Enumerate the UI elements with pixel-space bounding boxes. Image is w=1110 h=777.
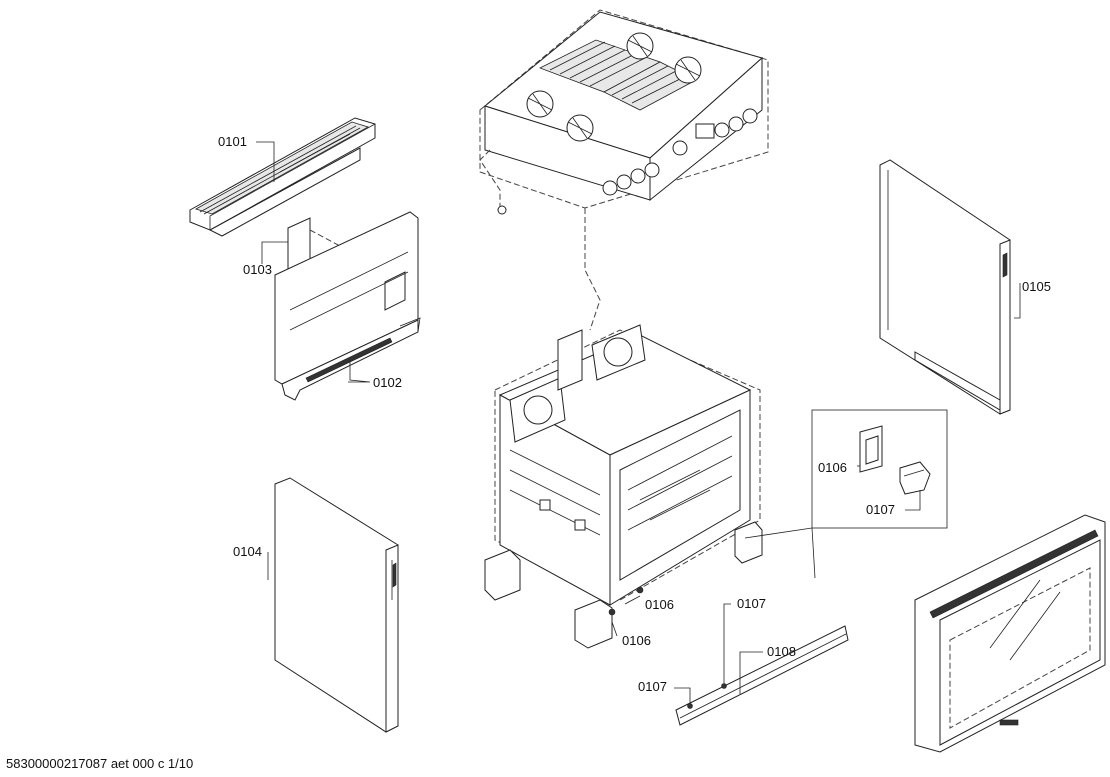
part-0101-trim (189, 117, 376, 237)
knob-row-icon (602, 108, 758, 196)
label-0106-detail: 0106 (818, 460, 847, 475)
label-0108: 0108 (767, 644, 796, 659)
label-0107-b: 0107 (638, 679, 667, 694)
leader-lines (256, 141, 1021, 704)
label-0103: 0103 (243, 262, 272, 277)
part-0103-plate (287, 217, 341, 271)
label-0102: 0102 (373, 375, 402, 390)
part-0105-right-side-panel (879, 159, 1011, 415)
burner-icon (526, 32, 702, 142)
part-0104-left-side-panel (274, 477, 399, 733)
oven-door (914, 514, 1106, 753)
convection-fan-icon (509, 324, 646, 443)
label-0104: 0104 (233, 544, 262, 559)
label-0106-b: 0106 (622, 633, 651, 648)
document-reference: 58300000217087 aet 000 c 1/10 (6, 756, 194, 771)
label-0101: 0101 (218, 134, 247, 149)
label-0106-a: 0106 (645, 597, 674, 612)
label-0107-detail: 0107 (866, 502, 895, 517)
label-0107-a: 0107 (737, 596, 766, 611)
label-0105: 0105 (1022, 279, 1051, 294)
part-0108-strip (675, 625, 849, 726)
oven-body (484, 324, 763, 649)
detail-inset (744, 409, 948, 579)
cooktop-assembly (479, 9, 769, 331)
